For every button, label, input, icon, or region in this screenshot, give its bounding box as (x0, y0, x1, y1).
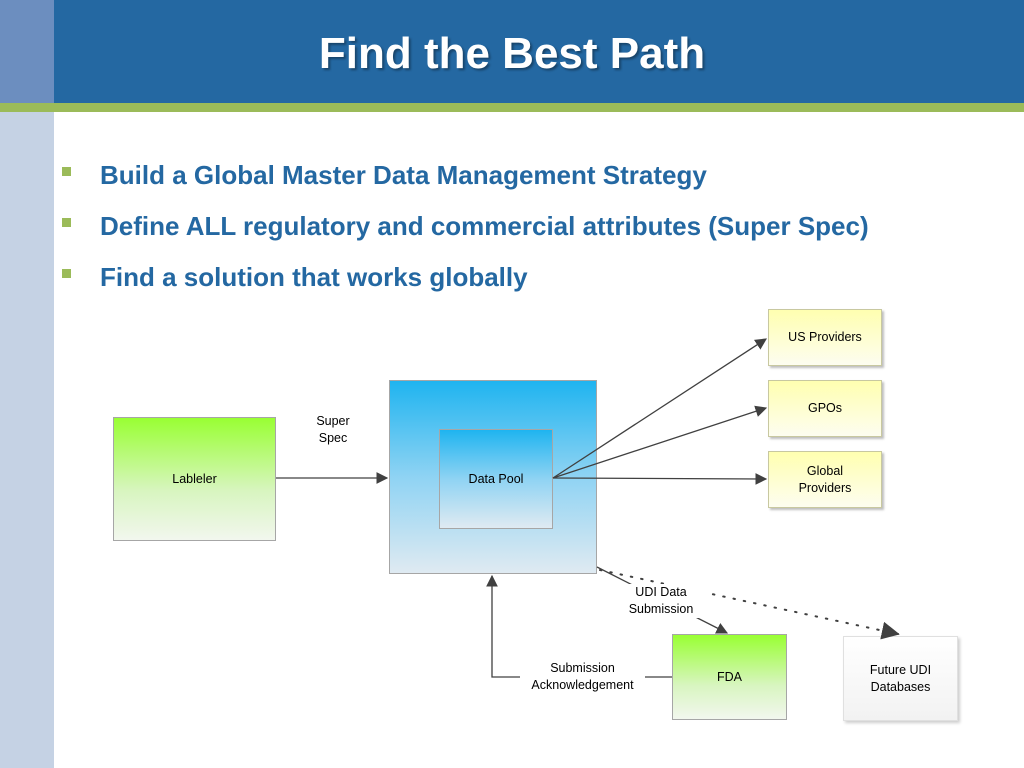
gpos-node: GPOs (768, 380, 882, 437)
data-pool-label: Data Pool (468, 471, 524, 486)
future-udi-node: Future UDI Databases (843, 636, 958, 721)
global-providers-label: Global Providers (798, 463, 852, 495)
data-pool-node: Data Pool (439, 429, 553, 529)
gpos-label: GPOs (807, 401, 843, 415)
slide-title: Find the Best Path (318, 29, 706, 78)
fda-node: FDA (672, 634, 787, 720)
arrow-pool-to-us-providers (552, 338, 767, 479)
fda-label: FDA (717, 669, 742, 684)
header-bar (54, 0, 1024, 103)
us-providers-label: US Providers (788, 330, 862, 344)
bullet-square-icon (62, 167, 71, 176)
bullet-square-icon (62, 218, 71, 227)
future-udi-label: Future UDI Databases (869, 662, 932, 694)
bullet-text: Define ALL regulatory and commercial att… (100, 211, 869, 241)
bullet-square-icon (62, 269, 71, 278)
super-spec-label: Super Spec (316, 414, 350, 445)
arrow-pool-to-global-providers (552, 473, 768, 485)
global-providers-node: Global Providers (768, 451, 882, 508)
dotted-arrow-pool-to-future-udi (599, 569, 900, 640)
submission-ack-label: Submission Acknowledgement (520, 660, 645, 694)
left-strip (0, 112, 54, 768)
labeler-node: Lableler (113, 417, 276, 541)
udi-submission-label: UDI Data Submission (615, 584, 707, 618)
bullet-text: Find a solution that works globally (100, 262, 528, 292)
accent-rule (0, 103, 1024, 112)
arrow-pool-to-gpos (552, 405, 768, 479)
us-providers-node: US Providers (768, 309, 882, 366)
labeler-label: Lableler (172, 471, 217, 486)
left-strip-top (0, 0, 54, 103)
bullet-text: Build a Global Master Data Management St… (100, 160, 707, 190)
